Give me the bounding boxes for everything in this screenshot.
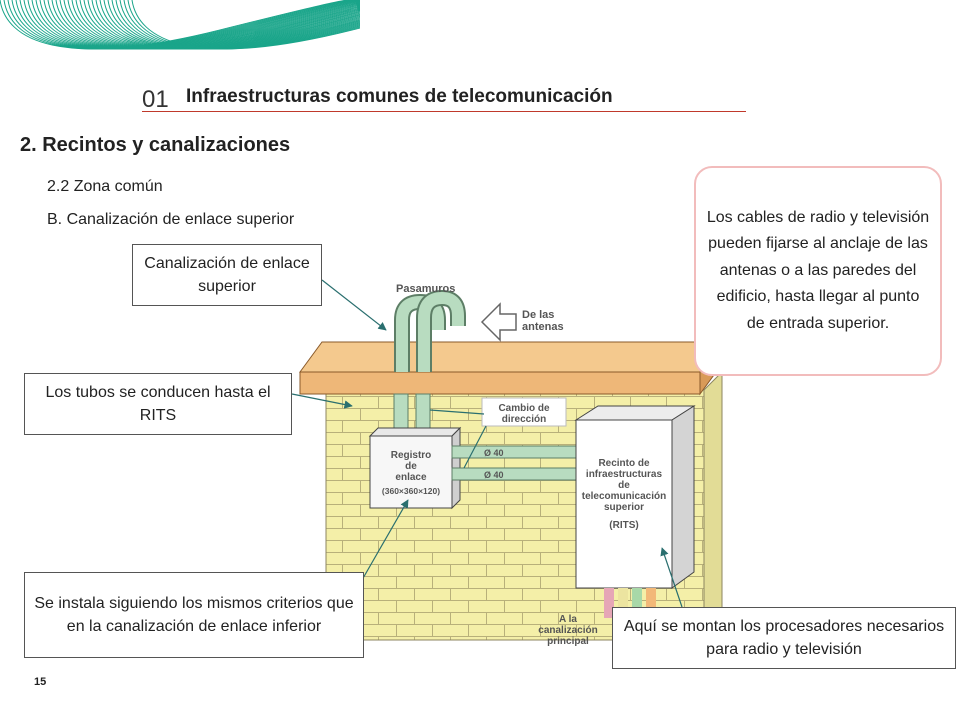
label-registro-1: Registro (391, 450, 432, 461)
label-registro-2: de (405, 461, 417, 472)
callout-tubos: Los tubos se conducen hasta el RITS (24, 373, 292, 435)
label-rits-6: (RITS) (609, 520, 638, 531)
subsection-title: 2.2 Zona común (47, 178, 163, 195)
callout-cables: Los cables de radio y televisión pueden … (694, 166, 942, 376)
callout-procesadores: Aquí se montan los procesadores necesari… (612, 607, 956, 669)
label-pipe-2: Ø 40 (484, 470, 504, 480)
pasamuros-pipes (394, 289, 466, 372)
roof-slab (299, 340, 723, 396)
label-registro-3: enlace (395, 472, 427, 483)
label-rits-1: Recinto de (598, 458, 650, 469)
antena-direction-arrow (480, 302, 517, 342)
label-a-la-3: principal (547, 636, 589, 647)
section-title: 2. Recintos y canalizaciones (20, 134, 291, 156)
title-underline (142, 111, 746, 112)
page-number: 15 (34, 676, 47, 688)
label-rits-5: superior (604, 502, 644, 513)
rits-cabinet (574, 405, 696, 589)
cambio-direccion-box (481, 397, 567, 427)
label-antenas: antenas (522, 321, 564, 333)
label-cambio-1: Cambio de (498, 403, 550, 414)
label-a-la-2: canalización (538, 625, 597, 636)
decorative-wave-lines (0, 0, 360, 50)
callout-instala: Se instala siguiendo los mismos criterio… (24, 572, 364, 658)
label-rits-4: telecomunicación (582, 491, 666, 502)
chapter-title: Infraestructuras comunes de telecomunica… (186, 86, 613, 107)
label-pipe-1: Ø 40 (484, 448, 504, 458)
callout-canalizacion: Canalización de enlace superior (132, 244, 322, 306)
label-pasamuros: Pasamuros (396, 283, 455, 295)
label-a-la-1: A la (559, 614, 577, 625)
vertical-pipes (393, 393, 431, 435)
chapter-number: 01 (142, 86, 169, 113)
rits-cables (604, 588, 656, 618)
label-rits-3: de (618, 480, 630, 491)
label-registro-dim: (360×360×120) (382, 486, 440, 496)
topic-title: B. Canalización de enlace superior (47, 211, 295, 228)
label-rits-2: infraestructuras (586, 469, 663, 480)
label-de-las: De las (522, 309, 554, 321)
label-cambio-2: dirección (502, 414, 546, 425)
leader-lines (291, 279, 683, 608)
